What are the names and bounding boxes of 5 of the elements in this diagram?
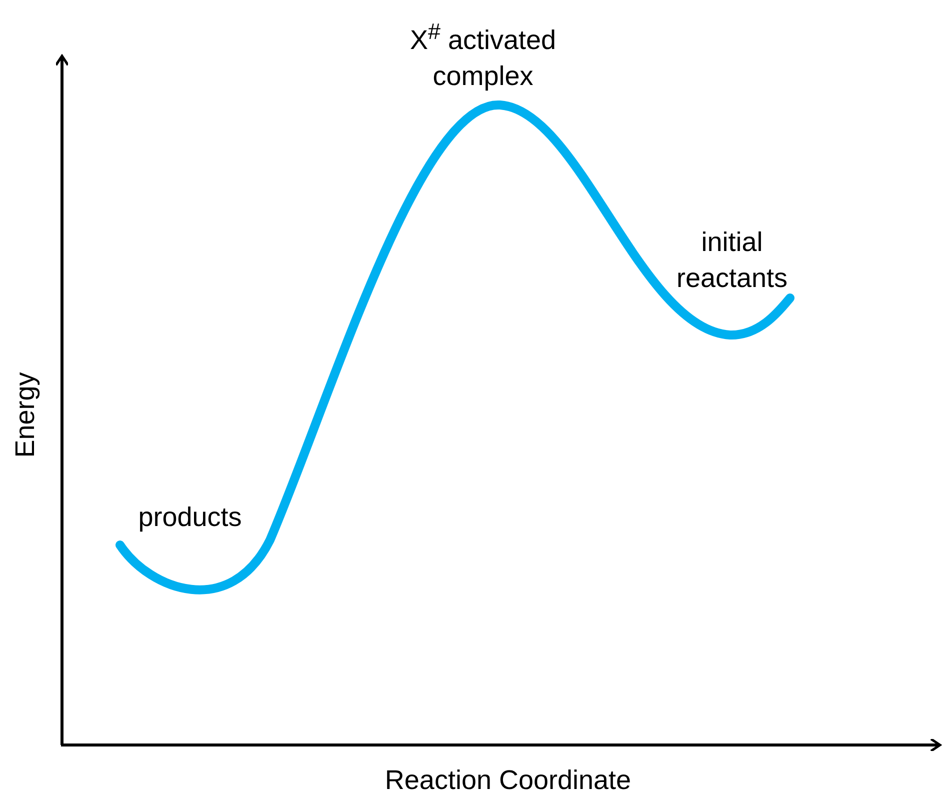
minimum-label: products <box>137 501 243 534</box>
peak-label: X$^{#}$ activated complex <box>408 18 558 93</box>
axis-title: Reaction Coordinate <box>384 764 632 797</box>
axis-title: Energy <box>9 371 41 460</box>
minimum-label: initial reactants <box>675 226 789 295</box>
